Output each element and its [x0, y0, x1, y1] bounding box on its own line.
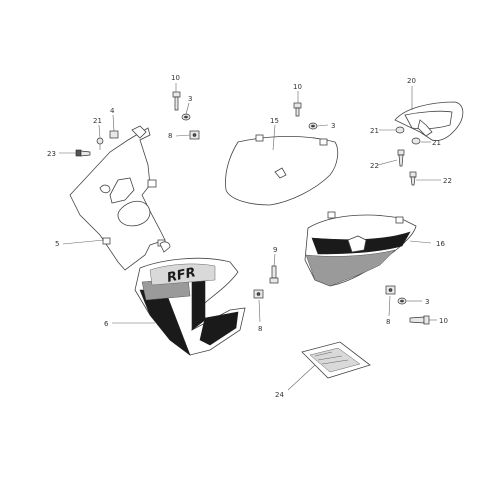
part-6-front-fairing: RFR	[134, 241, 246, 356]
callout-24: 24	[275, 391, 284, 399]
callout-5: 5	[55, 240, 59, 248]
washer-3-right	[397, 297, 407, 305]
callout-10-right: 10	[439, 317, 448, 325]
part-24-decal-sheet	[301, 341, 371, 379]
callout-15: 15	[270, 117, 279, 125]
callout-8-right: 8	[386, 318, 390, 326]
callout-21-right-lower: 21	[432, 139, 441, 147]
callout-9: 9	[273, 246, 277, 254]
washer-3-middle	[308, 122, 318, 130]
grommet-4	[109, 130, 119, 139]
screw-22-left	[397, 149, 405, 167]
callout-10-left: 10	[171, 74, 180, 82]
callout-8-left: 8	[168, 132, 172, 140]
clip-8-right	[385, 285, 396, 295]
bolt-10-middle	[293, 102, 302, 117]
fairing-decal-text: RFR	[166, 265, 197, 286]
screw-21-left	[96, 137, 104, 150]
callout-3-right: 3	[425, 298, 429, 306]
washer-21-right-lower	[411, 137, 421, 145]
bolt-10-left	[172, 91, 181, 111]
callout-23: 23	[47, 150, 56, 158]
callout-labels: 10 3 8 4 21 23 5 6 10 15 3 20 21 21 22 2…	[47, 74, 452, 399]
screw-22-right	[409, 171, 417, 186]
washer-3-left	[181, 113, 191, 121]
washer-21-right-upper	[395, 126, 405, 134]
callout-10-middle: 10	[293, 83, 302, 91]
part-5-inner-panel	[69, 125, 166, 271]
part-15-left-side-cover	[225, 134, 339, 206]
bolt-10-right	[409, 315, 430, 325]
callout-3-left: 3	[188, 95, 192, 103]
callout-4: 4	[110, 107, 115, 115]
clip-8-left	[189, 130, 200, 140]
callout-6: 6	[104, 320, 109, 328]
callout-22-right: 22	[443, 177, 452, 185]
callout-21-left: 21	[93, 117, 102, 125]
part-16-right-side-cover	[304, 211, 417, 287]
callout-20: 20	[407, 77, 416, 85]
callout-22-left: 22	[370, 162, 379, 170]
clip-8-middle	[253, 289, 264, 299]
screw-23	[75, 149, 91, 157]
callout-8-middle: 8	[258, 325, 262, 333]
part-20-tail-piece	[394, 101, 464, 141]
callout-3-middle: 3	[331, 122, 335, 130]
callout-16: 16	[436, 240, 445, 248]
callout-21-right-upper: 21	[370, 127, 379, 135]
bolt-9	[269, 265, 279, 284]
leader-lines	[59, 83, 441, 391]
